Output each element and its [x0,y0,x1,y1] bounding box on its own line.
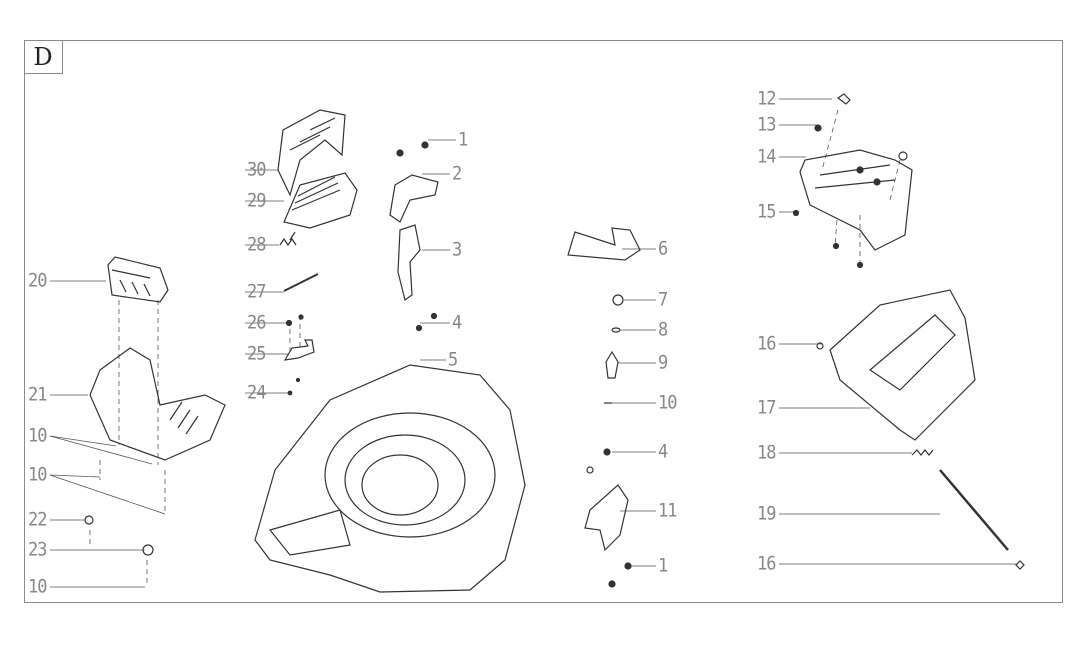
callout-nut: 23 [28,539,48,561]
callout-clip: 12 [757,88,777,110]
callout-hinge-bracket: 25 [247,343,267,365]
callout-motor-cover: 17 [757,397,777,419]
spring-part [911,449,934,456]
callout-rear-flap: 30 [247,159,267,181]
diagram-frame [24,40,1063,603]
motor-cover-part [829,289,976,441]
callout-nut: 4 [658,441,668,463]
pin-part [939,469,1009,551]
torsion-spring-part [279,231,297,247]
hinge-bracket-part [283,339,315,361]
callout-torsion-spring: 28 [247,234,267,256]
rear-flap-cover-part [283,172,358,229]
leader-line [49,474,101,478]
front-handle-cover-part [107,256,169,303]
callout-screw: 26 [247,312,267,334]
mower-deck-part [254,364,526,593]
callout-valve: 9 [658,352,668,374]
callout-plug: 7 [658,289,668,311]
front-bumper-part [89,347,226,461]
callout-screw: 16 [757,333,777,355]
callout-screw: 16 [757,553,777,575]
callout-screw: 1 [458,129,468,151]
valve-part [605,350,619,379]
gasket-plate-part [397,224,421,302]
section-label: D [24,40,63,74]
callout-screw: 10 [28,576,48,598]
callout-nut: 15 [757,201,777,223]
callout-gasket-plate: 11 [658,500,678,522]
rear-flap-part [277,109,346,197]
clip-part [836,93,851,105]
callout-spring: 18 [757,442,777,464]
callout-screw: 10 [658,392,678,414]
callout-screw: 10 [28,425,48,447]
callout-rear-flap-cover: 29 [247,190,267,212]
leader-line [49,435,153,465]
callout-cable-bracket: 14 [757,146,777,168]
callout-screw: 10 [28,464,48,486]
callout-nut: 24 [247,382,267,404]
callout-nut: 4 [452,312,462,334]
callout-rod: 27 [247,281,267,303]
callout-washer: 8 [658,319,668,341]
callout-front-handle-cover: 20 [28,270,48,292]
gasket-plate-2-part [584,484,629,552]
callout-screw: 1 [658,555,668,577]
callout-knob: 22 [28,509,48,531]
cable-bracket-part [799,149,913,251]
callout-pin: 19 [757,503,777,525]
callout-mower-deck: 5 [448,349,458,371]
chute-part [567,227,641,261]
bracket-part [389,174,439,223]
assembly-dashes [89,109,901,585]
callout-screw: 13 [757,114,777,136]
leader-line [49,474,166,515]
leader-line [49,435,117,447]
callout-front-bumper: 21 [28,384,48,406]
callout-gasket-plate: 3 [452,239,462,261]
leader-lines [49,98,1018,588]
callout-chute: 6 [658,238,668,260]
callout-bracket: 2 [452,163,462,185]
